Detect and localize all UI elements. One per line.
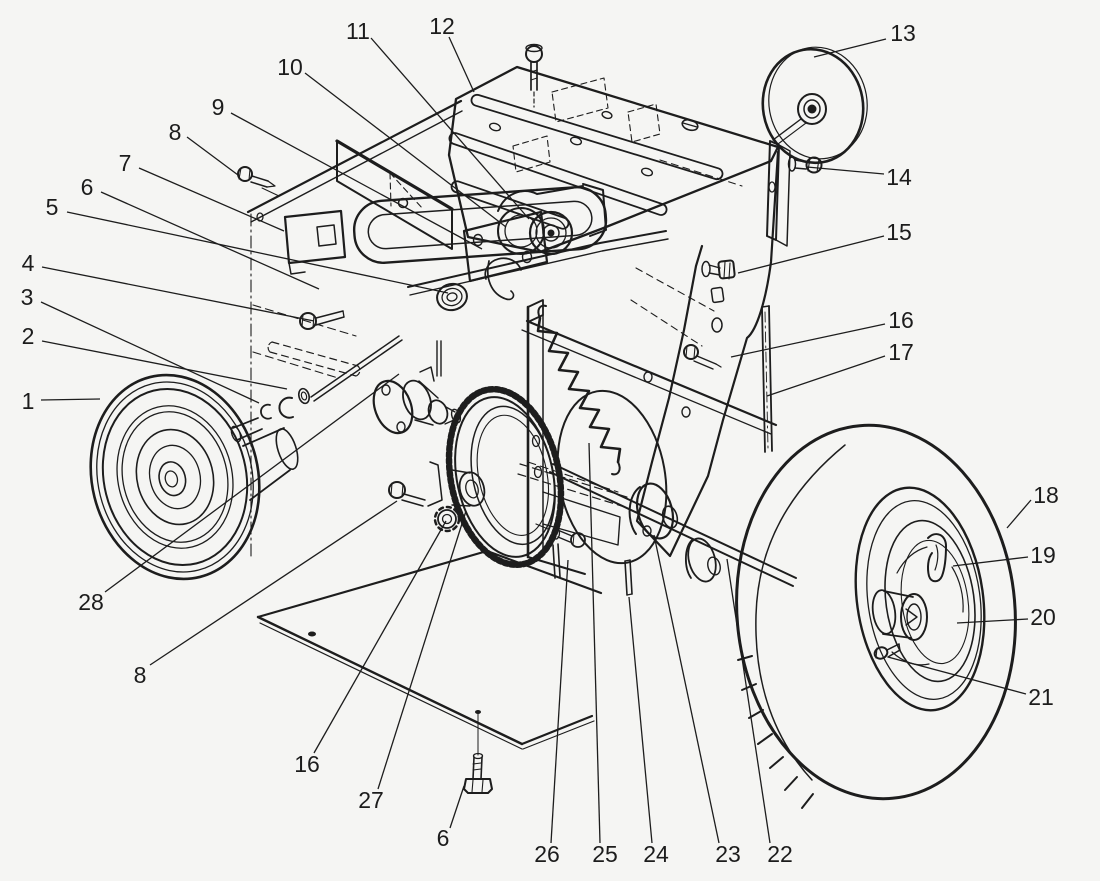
bolt-8-bottom bbox=[388, 461, 443, 507]
callout-label-4-3: 4 bbox=[22, 250, 35, 276]
washer bbox=[297, 387, 311, 405]
engine-pulley-assembly bbox=[462, 183, 607, 301]
callout-label-8-7: 8 bbox=[169, 119, 182, 145]
callout-leader-16 bbox=[730, 323, 886, 358]
callout-leader-13 bbox=[813, 38, 887, 58]
spring bbox=[536, 304, 622, 476]
callout-leader-23 bbox=[653, 534, 720, 844]
callout-label-16-15: 16 bbox=[888, 307, 914, 333]
callout-leader-27 bbox=[377, 510, 467, 790]
callout-leader-12 bbox=[448, 36, 475, 93]
valve-stem-19 bbox=[927, 533, 947, 583]
callout-leader-16 bbox=[313, 520, 447, 754]
e-clip-small bbox=[260, 403, 272, 420]
top-plate-bolt bbox=[525, 43, 543, 108]
callout-label-19-18: 19 bbox=[1030, 542, 1056, 568]
callout-label-6-29: 6 bbox=[437, 825, 450, 851]
callout-label-22-21: 22 bbox=[767, 841, 793, 867]
callout-label-7-6: 7 bbox=[119, 150, 132, 176]
callout-label-17-16: 17 bbox=[888, 339, 914, 365]
callout-label-15-14: 15 bbox=[886, 219, 912, 245]
callout-leader-6 bbox=[449, 785, 465, 829]
callout-label-26-25: 26 bbox=[534, 841, 560, 867]
callout-label-18-17: 18 bbox=[1033, 482, 1059, 508]
callout-leader-2 bbox=[41, 340, 288, 390]
callout-leader-18 bbox=[1006, 499, 1032, 529]
callout-leader-5 bbox=[66, 211, 449, 294]
callout-label-12-11: 12 bbox=[429, 13, 455, 39]
callout-label-8-28: 8 bbox=[134, 662, 147, 688]
flat-bar-17 bbox=[761, 305, 773, 453]
bolt-4 bbox=[299, 310, 345, 330]
callout-leader-11 bbox=[370, 37, 530, 220]
callout-label-16-27: 16 bbox=[294, 751, 320, 777]
callout-leader-8 bbox=[149, 500, 398, 666]
bolt-8-top bbox=[237, 166, 280, 197]
callout-leader-15 bbox=[737, 235, 885, 274]
callout-leader-9 bbox=[230, 112, 483, 250]
frame-left-panel bbox=[246, 99, 463, 557]
bolt-16-right bbox=[683, 344, 722, 370]
bolt-6-bottom bbox=[463, 752, 493, 794]
tread-dashes bbox=[737, 655, 814, 809]
bearing-housing-28 bbox=[372, 340, 462, 435]
callout-leader-10 bbox=[304, 72, 507, 228]
callout-label-28-30: 28 bbox=[78, 589, 104, 615]
callout-leader-6 bbox=[100, 191, 320, 290]
callout-leader-8 bbox=[186, 136, 239, 176]
callout-label-24-23: 24 bbox=[643, 841, 669, 867]
callout-label-23-22: 23 bbox=[715, 841, 741, 867]
callout-label-13-12: 13 bbox=[890, 20, 916, 46]
callout-leader-26 bbox=[550, 559, 569, 844]
bottom-plate bbox=[256, 549, 603, 756]
e-clip-large bbox=[278, 396, 294, 419]
axle-flange-bearing bbox=[628, 482, 721, 583]
callout-label-20-19: 20 bbox=[1030, 604, 1056, 630]
left-axle-parts bbox=[230, 335, 403, 443]
callout-label-1-0: 1 bbox=[22, 388, 35, 414]
pulley-disc-13 bbox=[761, 46, 868, 165]
friction-wheel bbox=[89, 373, 299, 581]
callout-label-5-4: 5 bbox=[46, 194, 59, 220]
callout-leader-25 bbox=[588, 442, 601, 844]
bolt-15 bbox=[701, 259, 736, 280]
callout-leader-20 bbox=[956, 618, 1029, 624]
callout-label-2-1: 2 bbox=[22, 323, 35, 349]
callout-leader-28 bbox=[104, 373, 400, 593]
tire bbox=[735, 423, 1017, 809]
wheel-rim bbox=[854, 486, 986, 712]
callout-label-6-5: 6 bbox=[81, 174, 94, 200]
flange-nut-16 bbox=[433, 505, 461, 533]
callout-leader-17 bbox=[766, 355, 886, 397]
callout-label-14-13: 14 bbox=[886, 164, 912, 190]
callout-leader-19 bbox=[952, 556, 1029, 567]
mount-bracket bbox=[283, 209, 347, 275]
gear-assembly bbox=[445, 385, 668, 569]
callout-label-11-10: 11 bbox=[346, 18, 370, 44]
hub-bolt-21 bbox=[873, 643, 901, 660]
callout-label-27-26: 27 bbox=[358, 787, 384, 813]
callout-leader-21 bbox=[887, 656, 1027, 695]
callout-leader-7 bbox=[138, 167, 285, 232]
callout-leader-14 bbox=[806, 166, 885, 175]
frame-top-plate bbox=[447, 65, 780, 254]
callout-leader-3 bbox=[40, 301, 260, 404]
wheel-hub bbox=[871, 589, 928, 641]
callout-leader-4 bbox=[41, 266, 315, 322]
callout-label-3-2: 3 bbox=[21, 284, 34, 310]
callout-label-9-8: 9 bbox=[212, 94, 225, 120]
callout-label-21-20: 21 bbox=[1028, 684, 1054, 710]
callout-leader-24 bbox=[628, 596, 653, 844]
idler-washer bbox=[436, 282, 468, 312]
pins-and-bolt bbox=[535, 523, 633, 596]
callout-leader-1 bbox=[40, 398, 101, 401]
callout-label-10-9: 10 bbox=[277, 54, 303, 80]
callout-leader-22 bbox=[726, 558, 771, 844]
callout-label-25-24: 25 bbox=[592, 841, 618, 867]
